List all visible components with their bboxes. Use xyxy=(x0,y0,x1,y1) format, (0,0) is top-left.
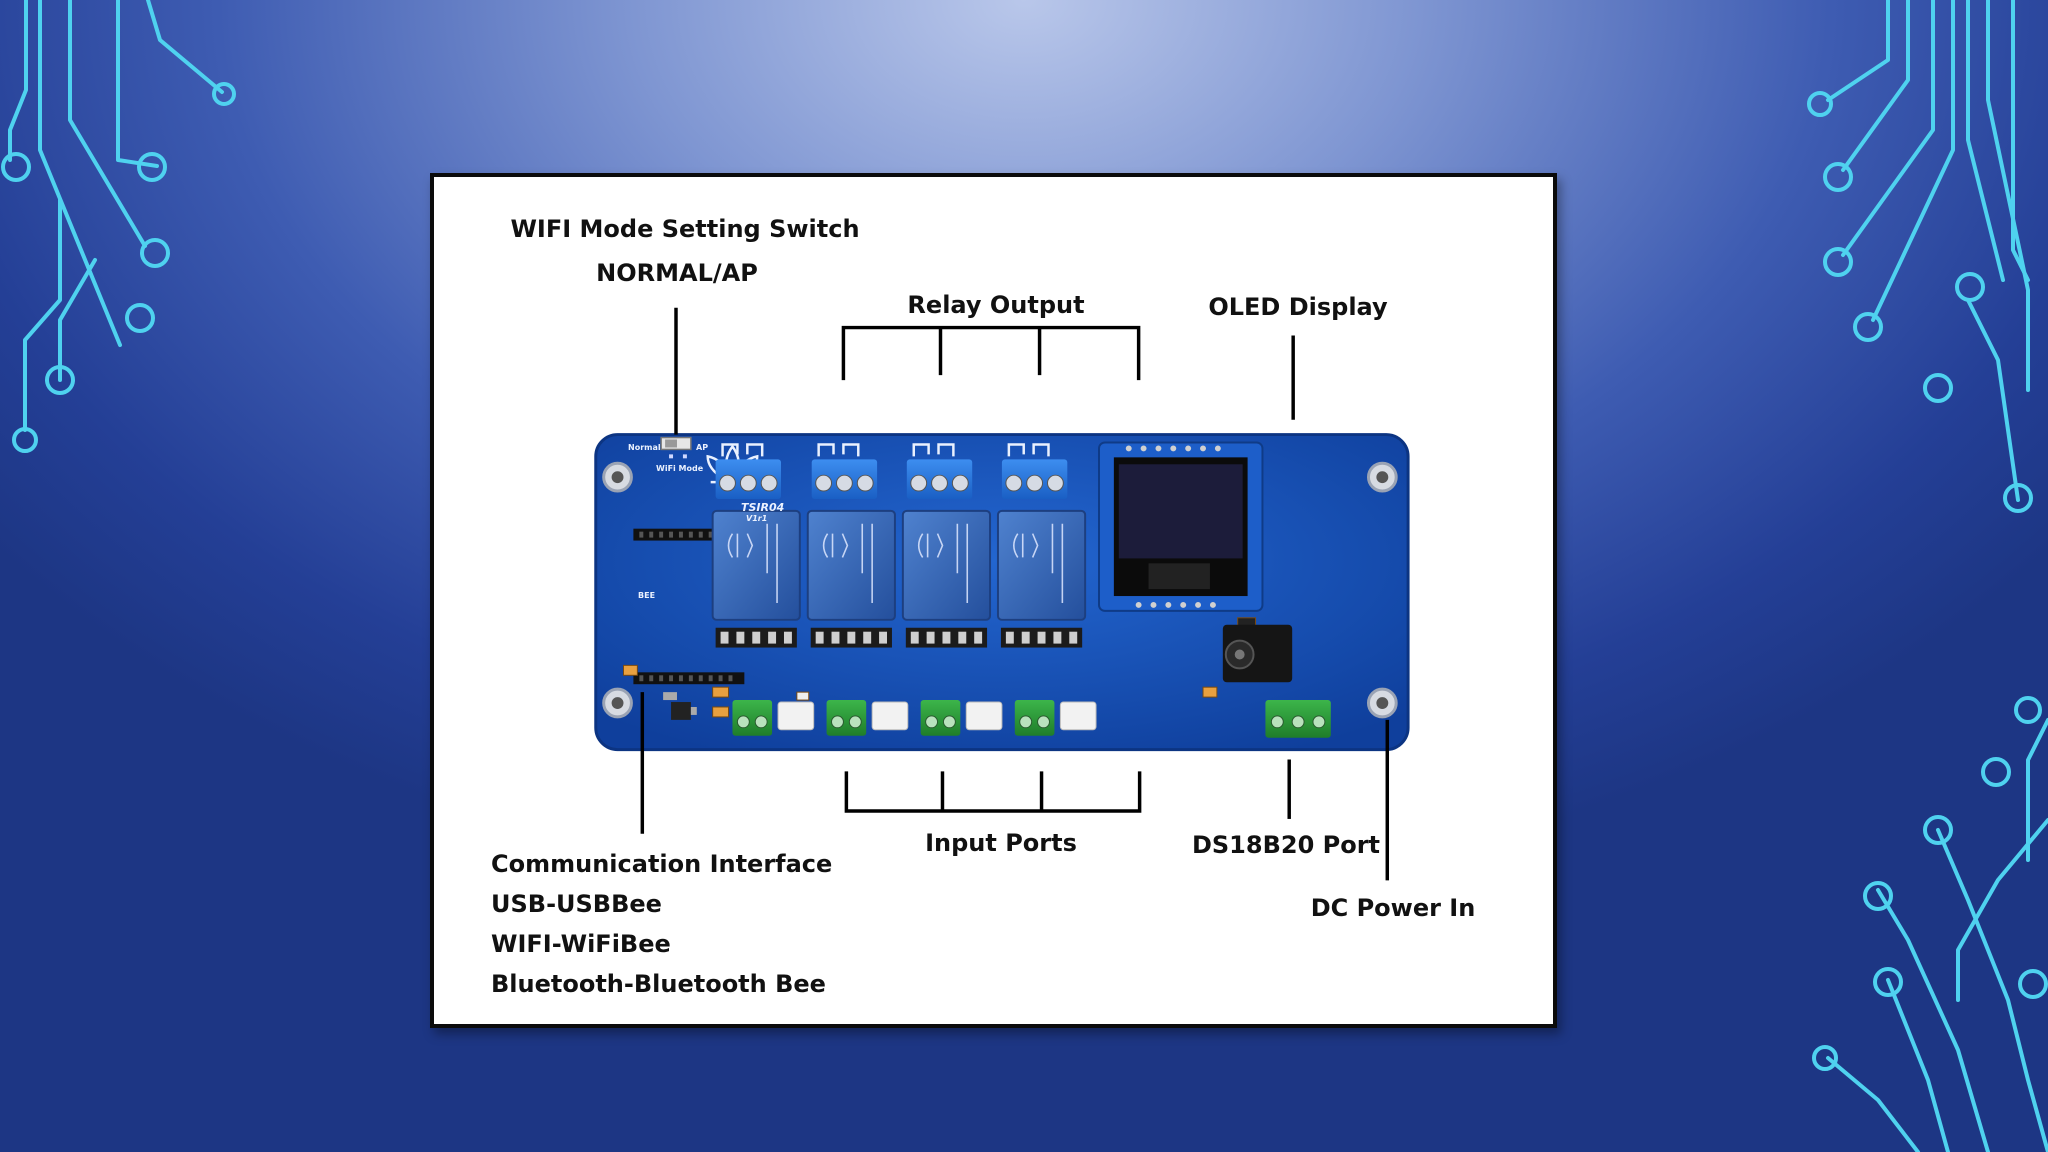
label-relay-output: Relay Output xyxy=(907,291,1085,319)
dc-power-jack xyxy=(1222,624,1293,683)
board-illustration xyxy=(594,307,1410,881)
wifi-mode-switch xyxy=(660,436,692,459)
label-wifi-wifibee: WIFI-WiFiBee xyxy=(491,930,671,958)
silk-model: TSIR04 xyxy=(741,501,785,514)
label-ds18b20-port: DS18B20 Port xyxy=(1191,831,1381,859)
leader-lines xyxy=(640,307,1390,881)
label-communication-interface: Communication Interface xyxy=(491,850,833,878)
label-oled-display: OLED Display xyxy=(1208,293,1388,321)
label-dc-power-in: DC Power In xyxy=(1310,894,1476,922)
silk-switch-right: AP xyxy=(696,443,709,452)
voltage-regulator xyxy=(663,692,697,720)
label-wifi-mode-title: WIFI Mode Setting Switch xyxy=(510,215,860,243)
silk-switch-left: Normal xyxy=(628,443,661,452)
input-port-terminals xyxy=(732,700,1097,736)
circuit-decoration-left xyxy=(1,0,236,453)
silk-version: V1r1 xyxy=(746,514,768,523)
relay-terminals xyxy=(715,443,1068,499)
oled-display-module xyxy=(1098,441,1264,612)
label-usb-usbbee: USB-USBBee xyxy=(491,890,662,918)
diagram-card: Normal AP WiFi Mode TSIR04 V1r1 BEE WIFI… xyxy=(430,173,1557,1028)
label-wifi-mode-values: NORMAL/AP xyxy=(596,259,758,287)
relays xyxy=(711,509,1087,648)
label-input-ports: Input Ports xyxy=(925,829,1077,857)
circuit-decoration-right xyxy=(1807,0,2048,1152)
ds18b20-terminal xyxy=(1265,700,1331,738)
silk-bee: BEE xyxy=(638,591,656,600)
label-bluetooth-bee: Bluetooth-Bluetooth Bee xyxy=(491,970,826,998)
silk-switch-caption: WiFi Mode xyxy=(656,464,704,473)
